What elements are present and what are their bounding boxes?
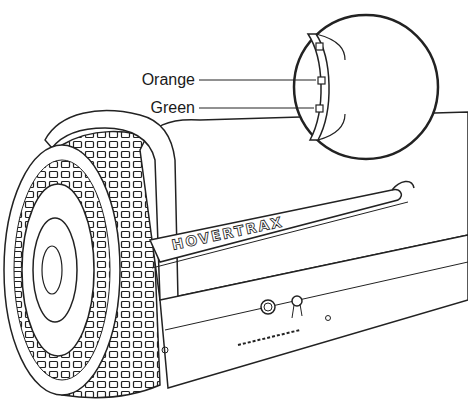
screw — [162, 347, 168, 353]
screw — [326, 316, 331, 321]
led-window — [392, 181, 414, 190]
part-label: Orange — [142, 72, 195, 88]
zoom-circle — [294, 15, 438, 159]
body-edge — [165, 262, 468, 330]
led-sensor-edge — [316, 34, 345, 140]
tire-sidewall — [14, 160, 110, 380]
charge-port — [261, 300, 275, 314]
part-label: Green — [151, 100, 195, 116]
tire — [4, 145, 120, 395]
wheel-hub — [33, 218, 77, 322]
body-front — [160, 235, 468, 388]
wheel-rim — [22, 184, 94, 356]
wheel-hub — [42, 246, 62, 294]
green-led — [316, 105, 323, 112]
footpad — [150, 190, 401, 262]
charge-port — [264, 303, 272, 311]
leader-line — [199, 80, 316, 81]
power-button — [292, 304, 302, 318]
fine-print — [238, 330, 300, 345]
led-indicator — [316, 43, 323, 50]
leader-line — [199, 108, 314, 109]
footpad-edge — [152, 202, 408, 268]
orange-led — [318, 77, 325, 84]
led-sensor — [308, 34, 329, 140]
